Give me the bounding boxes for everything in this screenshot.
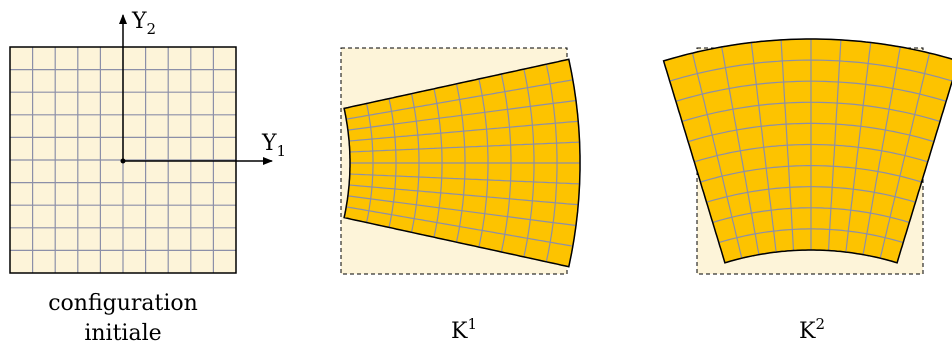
y2-axis-label: Y2 (131, 9, 156, 38)
k2-grid-line-v (712, 207, 910, 223)
k1-grid-line-u (545, 64, 558, 262)
k2-caption: K2 (799, 315, 825, 344)
y1-axis-label: Y1 (261, 131, 286, 160)
k1-grid-line-v (347, 195, 577, 227)
k1-caption: K1 (451, 315, 477, 344)
caption-line-1: configuration (48, 291, 198, 316)
k2-grid-line-v (694, 143, 928, 163)
k2-grid-line-v (706, 186, 916, 203)
k1-grid-line-u (478, 78, 489, 248)
initial-configuration: Y1 Y2 configuration initiale (9, 9, 286, 346)
k2-grid-line-u (827, 39, 842, 251)
k1-grid-line-v (346, 206, 573, 247)
k1-grid-line-u (523, 68, 535, 258)
k2-grid-line-v (700, 165, 922, 183)
k1-panel: K1 (340, 47, 581, 344)
k1-shape-outline (343, 58, 581, 268)
k2-grid-line-u (862, 46, 901, 255)
k1-grid-line-u (500, 73, 512, 253)
k1-grid-line-v (349, 173, 580, 185)
k2-grid-line-u (845, 42, 872, 253)
origin-point (120, 158, 126, 164)
caption-line-2: initiale (84, 321, 161, 346)
k2-deformed-shape (663, 39, 952, 263)
k1-grid-line-v (349, 184, 579, 206)
k2-shape-outline (662, 38, 952, 264)
k2-grid-line-u (879, 52, 931, 259)
k2-grid-line-v (718, 228, 904, 244)
k2-panel: K2 (662, 38, 952, 344)
